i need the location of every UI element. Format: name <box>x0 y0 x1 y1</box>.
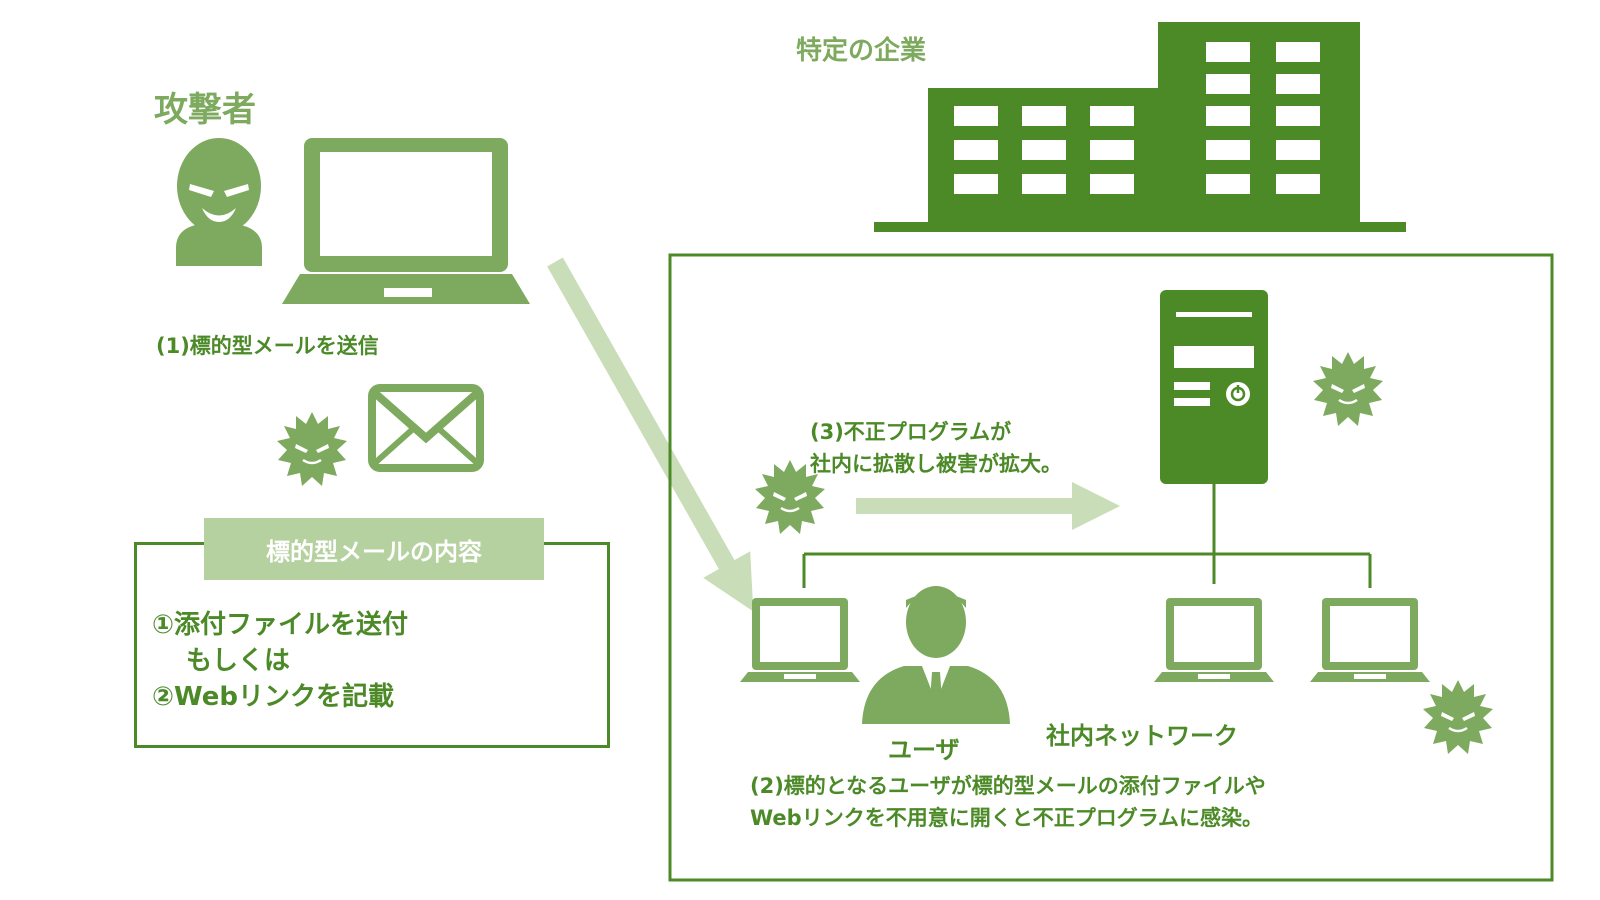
content-line3: ②Webリンクを記載 <box>152 682 395 712</box>
content-line2: もしくは <box>186 646 291 676</box>
user-icon <box>862 586 1010 724</box>
envelope-icon <box>368 384 484 472</box>
user-label: ユーザ <box>888 736 960 764</box>
step3-label-line2: 社内に拡散し被害が拡大。 <box>810 452 1062 476</box>
network-laptop-icon <box>1310 598 1430 682</box>
virus-icon <box>275 410 349 488</box>
attacker-laptop-icon <box>282 138 530 304</box>
company-label: 特定の企業 <box>796 36 927 66</box>
building-icon <box>874 22 1406 232</box>
network-laptop-icon <box>1154 598 1274 682</box>
content-line1: ①添付ファイルを送付 <box>152 610 409 640</box>
server-icon <box>1160 290 1268 484</box>
step2-label-line2: Webリンクを不用意に開くと不正プログラムに感染。 <box>750 806 1264 830</box>
attacker-icon <box>176 138 262 266</box>
step1-label: (1)標的型メールを送信 <box>156 334 379 358</box>
network-lines <box>802 484 1372 588</box>
attack-arrow <box>547 257 754 612</box>
step2-label-line1: (2)標的となるユーザが標的型メールの添付ファイルや <box>750 774 1266 798</box>
company-network-area <box>668 253 1554 882</box>
virus-icon <box>1421 678 1495 756</box>
network-label: 社内ネットワーク <box>1046 722 1238 750</box>
virus-icon <box>1311 350 1385 428</box>
attacker-label: 攻撃者 <box>154 90 256 130</box>
step3-label-line1: (3)不正プログラムが <box>810 420 1012 444</box>
mail-content-header: 標的型メールの内容 <box>204 518 544 580</box>
user-laptop-icon <box>740 598 860 682</box>
